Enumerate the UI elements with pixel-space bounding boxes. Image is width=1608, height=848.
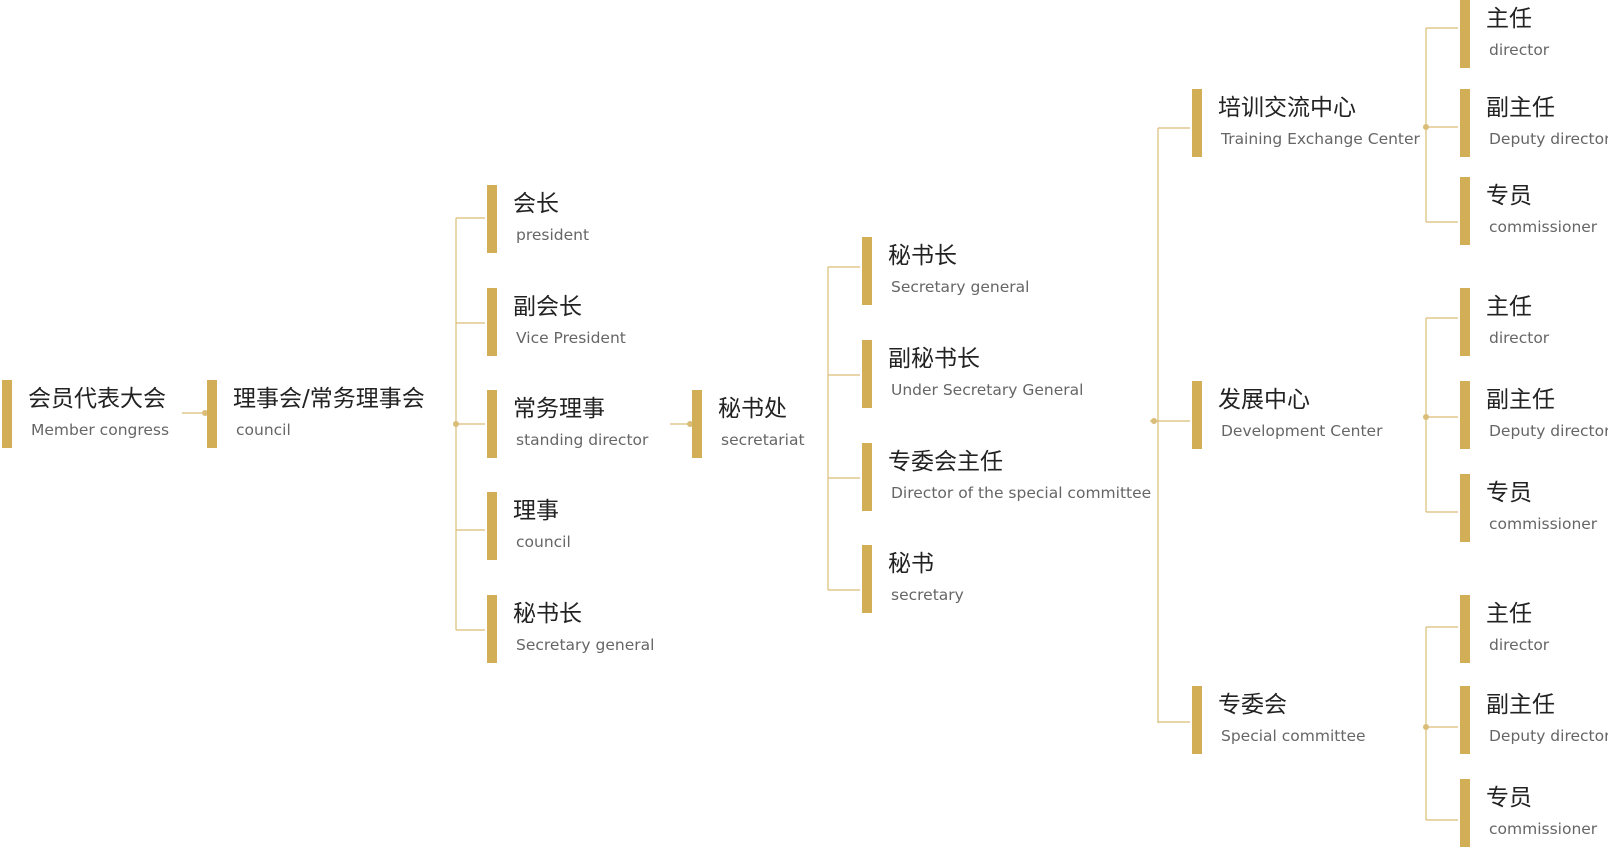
node-accent-bar xyxy=(1192,89,1202,157)
node-accent-bar xyxy=(487,595,497,663)
connector-dot xyxy=(1423,414,1429,420)
node-subtitle: standing director xyxy=(516,431,649,449)
node-subtitle: Deputy director xyxy=(1489,130,1608,148)
node-title: 秘书处 xyxy=(718,396,787,422)
node-title: 会长 xyxy=(513,191,559,217)
node-subtitle: Special committee xyxy=(1221,727,1366,745)
node-subtitle: Member congress xyxy=(31,421,170,439)
node-title: 副主任 xyxy=(1486,95,1555,121)
node-title: 秘书长 xyxy=(888,243,957,269)
node-accent-bar xyxy=(1460,0,1470,68)
node-subtitle: director xyxy=(1489,41,1550,59)
node-subtitle: Under Secretary General xyxy=(891,381,1084,399)
node-subtitle: Secretary general xyxy=(891,278,1030,296)
node-accent-bar xyxy=(1460,779,1470,847)
node-subtitle: council xyxy=(516,533,571,551)
node-subtitle: commissioner xyxy=(1489,218,1598,236)
node-subtitle: commissioner xyxy=(1489,820,1598,838)
node-title: 主任 xyxy=(1486,294,1532,320)
node-accent-bar xyxy=(487,390,497,458)
node-title: 发展中心 xyxy=(1218,387,1310,413)
connector-dot xyxy=(202,410,208,416)
node-accent-bar xyxy=(487,492,497,560)
node-subtitle: Vice President xyxy=(516,329,626,347)
node-title: 秘书 xyxy=(888,551,934,577)
node-accent-bar xyxy=(862,545,872,613)
node-subtitle: commissioner xyxy=(1489,515,1598,533)
node-accent-bar xyxy=(862,340,872,408)
connector-dot xyxy=(1151,418,1157,424)
node-title: 会员代表大会 xyxy=(28,386,166,412)
connector-dot xyxy=(1423,124,1429,130)
node-accent-bar xyxy=(1460,595,1470,663)
node-title: 副主任 xyxy=(1486,692,1555,718)
node-title: 专员 xyxy=(1486,785,1532,811)
node-title: 理事会/常务理事会 xyxy=(233,386,425,412)
node-accent-bar xyxy=(1192,686,1202,754)
node-accent-bar xyxy=(1460,686,1470,754)
node-subtitle: director xyxy=(1489,329,1550,347)
connector-dot xyxy=(1423,724,1429,730)
node-accent-bar xyxy=(2,380,12,448)
node-title: 常务理事 xyxy=(513,396,605,422)
node-accent-bar xyxy=(862,443,872,511)
node-accent-bar xyxy=(862,237,872,305)
node-accent-bar xyxy=(487,185,497,253)
node-subtitle: secretariat xyxy=(721,431,805,449)
node-title: 专员 xyxy=(1486,183,1532,209)
node-title: 专委会 xyxy=(1218,692,1287,718)
node-title: 主任 xyxy=(1486,6,1532,32)
node-subtitle: Training Exchange Center xyxy=(1221,130,1420,148)
node-title: 专委会主任 xyxy=(888,449,1003,475)
node-subtitle: Secretary general xyxy=(516,636,655,654)
node-accent-bar xyxy=(1460,288,1470,356)
node-accent-bar xyxy=(1460,381,1470,449)
node-title: 副会长 xyxy=(513,294,582,320)
connector-dot xyxy=(687,421,693,427)
node-title: 秘书长 xyxy=(513,601,582,627)
node-title: 专员 xyxy=(1486,480,1532,506)
node-subtitle: secretary xyxy=(891,586,964,604)
node-accent-bar xyxy=(1460,474,1470,542)
node-title: 副主任 xyxy=(1486,387,1555,413)
node-title: 副秘书长 xyxy=(888,346,980,372)
node-subtitle: Deputy director xyxy=(1489,422,1608,440)
node-accent-bar xyxy=(1460,177,1470,245)
node-accent-bar xyxy=(692,390,702,458)
node-subtitle: director xyxy=(1489,636,1550,654)
node-accent-bar xyxy=(487,288,497,356)
node-subtitle: president xyxy=(516,226,590,244)
node-subtitle: Development Center xyxy=(1221,422,1383,440)
node-title: 理事 xyxy=(513,498,559,524)
node-accent-bar xyxy=(207,380,217,448)
node-subtitle: Director of the special committee xyxy=(891,484,1152,502)
node-subtitle: Deputy director xyxy=(1489,727,1608,745)
node-subtitle: council xyxy=(236,421,291,439)
node-accent-bar xyxy=(1460,89,1470,157)
node-title: 培训交流中心 xyxy=(1218,95,1356,121)
node-accent-bar xyxy=(1192,381,1202,449)
node-title: 主任 xyxy=(1486,601,1532,627)
